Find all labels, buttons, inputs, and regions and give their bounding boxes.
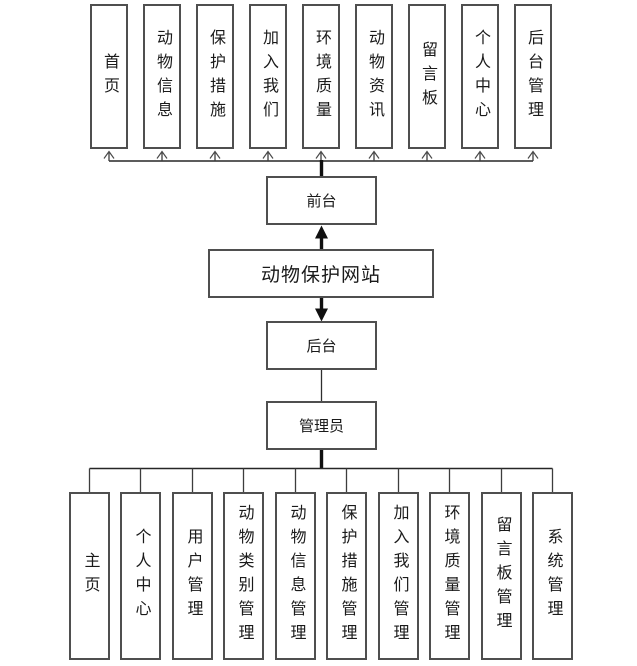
node-animal-info: 动物信息 [143,4,181,149]
node-animal-info-label: 动物信息 [154,28,171,125]
node-root-label: 动物保护网站 [260,265,381,286]
node-protection-mgmt-label: 保护措施管理 [338,504,356,648]
node-join-us: 加入我们 [249,4,287,149]
node-root: 动物保护网站 [208,249,434,298]
node-message-board-mgmt-label: 留言板管理 [493,516,511,636]
node-frontend: 前台 [266,176,377,225]
node-message-board-mgmt: 留言板管理 [481,492,522,660]
node-animal-news: 动物资讯 [355,4,393,149]
node-personal-center-label: 个人中心 [472,28,489,125]
node-system-mgmt-label: 系统管理 [544,528,562,624]
node-join-us-label: 加入我们 [260,28,277,125]
backend-branch-lines [88,468,554,492]
node-message-board: 留言板 [408,4,446,149]
node-backend-entry-label: 后台管理 [525,28,542,125]
node-join-us-mgmt: 加入我们管理 [378,492,419,660]
node-animal-category-mgmt: 动物类别管理 [223,492,264,660]
node-env-quality-label: 环境质量 [313,28,330,125]
node-personal-center: 个人中心 [461,4,499,149]
node-join-us-mgmt-label: 加入我们管理 [390,504,408,648]
node-env-quality-mgmt-label: 环境质量管理 [441,504,459,648]
node-protection-mgmt: 保护措施管理 [326,492,367,660]
node-protection-measures: 保护措施 [196,4,234,149]
node-user-mgmt: 用户管理 [172,492,213,660]
node-backend: 后台 [266,321,377,370]
node-admin-personal-center-label: 个人中心 [132,528,150,624]
node-message-board-label: 留言板 [419,40,436,113]
node-frontend-label: 前台 [306,194,337,210]
node-backend-label: 后台 [306,339,337,355]
node-env-quality-mgmt: 环境质量管理 [429,492,470,660]
node-admin-home: 主页 [69,492,110,660]
node-env-quality: 环境质量 [302,4,340,149]
node-backend-entry: 后台管理 [514,4,552,149]
node-user-mgmt-label: 用户管理 [184,528,202,624]
node-admin: 管理员 [266,401,377,450]
node-system-mgmt: 系统管理 [532,492,573,660]
node-animal-info-mgmt: 动物信息管理 [275,492,316,660]
node-protection-measures-label: 保护措施 [207,28,224,125]
node-animal-category-mgmt-label: 动物类别管理 [235,504,253,648]
node-admin-home-label: 主页 [81,552,99,600]
node-animal-info-mgmt-label: 动物信息管理 [287,504,305,648]
node-admin-label: 管理员 [298,419,344,435]
node-home-label: 首页 [101,52,118,101]
node-animal-news-label: 动物资讯 [366,28,383,125]
node-home: 首页 [90,4,128,149]
frontend-branch-arrows [103,150,539,161]
node-admin-personal-center: 个人中心 [120,492,161,660]
